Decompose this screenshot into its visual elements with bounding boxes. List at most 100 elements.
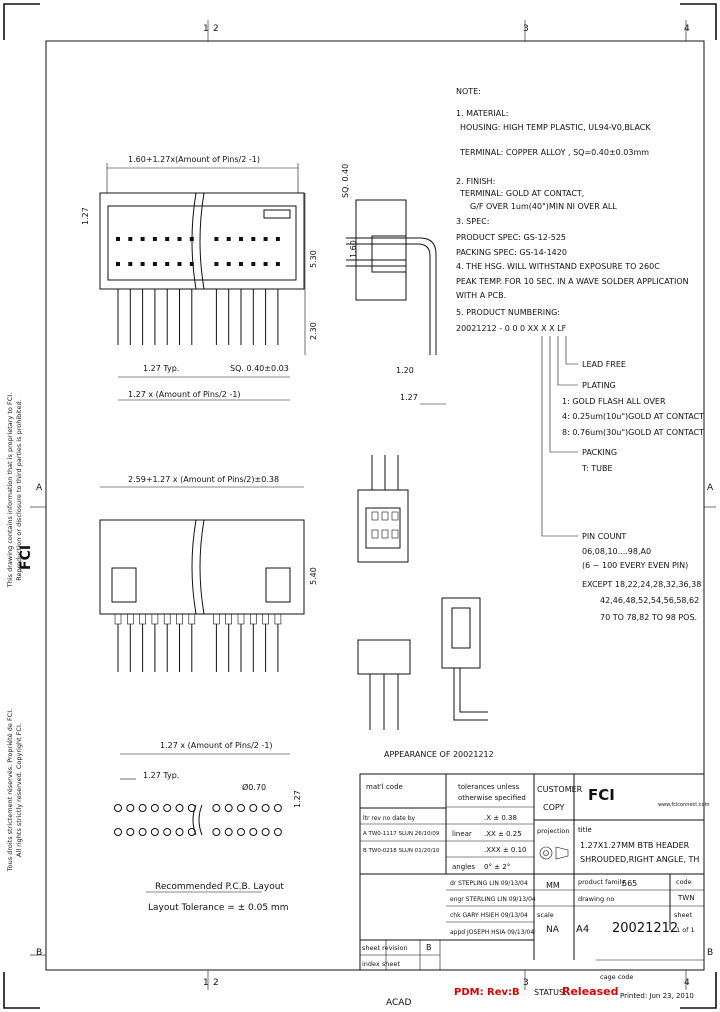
pin-tail xyxy=(225,613,232,625)
note-line-11: 4. THE HSG. WILL WITHSTAND EXPOSURE TO 2… xyxy=(456,262,660,271)
pin-count-title: PIN COUNT xyxy=(582,532,626,541)
pin-tail xyxy=(250,613,257,625)
pcb-hole xyxy=(273,804,282,812)
pin-bottom-row xyxy=(239,262,243,266)
notes-title: NOTE: xyxy=(456,87,481,96)
pin-bottom-row xyxy=(275,262,280,266)
note-line-15: 20021212 - 0 0 0 XX X X LF xyxy=(456,324,567,333)
pin-top-row xyxy=(226,237,231,241)
pcb-hole xyxy=(114,828,122,836)
code-value: TWN xyxy=(677,894,694,902)
customer-label: CUSTOMER xyxy=(537,785,583,794)
pcb-hole xyxy=(126,804,135,812)
header-front-view: 2.59+1.27 x (Amount of Pins/2)±0.38 5.40 xyxy=(99,475,318,672)
pin-count-5: 70 TO 78,82 TO 98 POS. xyxy=(600,613,697,622)
drawing-no-label: drawing no xyxy=(578,895,614,903)
pin-top-row xyxy=(177,237,182,241)
projection-symbol-icon xyxy=(539,846,569,860)
pcb-hole xyxy=(150,804,159,812)
website: www.fciconnect.com xyxy=(658,802,710,808)
sq-040-dim: SQ. 0.40±0.03 xyxy=(230,364,289,373)
pin-tail xyxy=(163,613,171,625)
status-value: Released xyxy=(562,985,618,998)
angle-tolerance: 0° ± 2° xyxy=(484,863,510,871)
dim-540: 5.40 xyxy=(309,567,318,585)
drawn-by: dr STEPLING LIN 09/13/04 xyxy=(450,880,528,887)
pin-top-row xyxy=(275,237,280,241)
units: MM xyxy=(546,881,560,890)
appearance-sketches: APPEARANCE OF 20021212 xyxy=(357,455,494,759)
note-line-10: PACKING SPEC: GS-14-1420 xyxy=(456,248,567,257)
bottom-span-dim: 1.27 x (Amount of Pins/2 -1) xyxy=(128,390,241,399)
pcb-hole xyxy=(224,828,233,836)
title-block: mat'l code ltr rev no date by A TW0-1117… xyxy=(359,773,710,1008)
header-side-view: SQ. 0.40 1.60 1.20 1.27 xyxy=(341,164,446,405)
note-line-12: PEAK TEMP. FOR 10 SEC. IN A WAVE SOLDER … xyxy=(456,277,689,286)
legal-line-4: All rights strictly reserved. Copyright … xyxy=(15,723,23,857)
pin-bottom-row xyxy=(152,262,157,266)
pin-bottom-row xyxy=(251,262,256,266)
note-line-13: WITH A PCB. xyxy=(456,291,506,300)
zone-left-b: B xyxy=(36,948,42,958)
scale-label: scale xyxy=(537,911,554,919)
revision-value: B xyxy=(426,943,432,952)
zone-top-4: 4 xyxy=(684,24,690,34)
pcb-hole xyxy=(150,828,159,836)
pcb-hole xyxy=(261,828,270,836)
sheet-label: sheet xyxy=(674,911,693,919)
pcb-typ-dim: 1.27 Typ. xyxy=(143,771,179,780)
rev-b: B TW0-0218 SLUN 01/20/10 xyxy=(363,848,440,854)
note-line-7: G/F OVER 1um(40")MIN NI OVER ALL xyxy=(470,202,617,211)
note-line-9: PRODUCT SPEC: GS-12-525 xyxy=(456,233,566,242)
pin-tail xyxy=(213,613,220,625)
note-line-3: TERMINAL: COPPER ALLOY , SQ=0.40±0.03mm xyxy=(459,148,649,157)
note-line-8: 3. SPEC: xyxy=(456,217,489,226)
pcb-hole xyxy=(126,828,135,836)
pin-bottom-row xyxy=(116,262,120,266)
zone-top-2: 2 xyxy=(213,24,219,34)
tolerances-1: tolerances unless xyxy=(458,783,520,791)
pin-top-row xyxy=(165,237,170,241)
pin-top-row xyxy=(116,237,120,241)
status-label: STATUS: xyxy=(534,988,567,997)
pin-top-row xyxy=(263,237,268,241)
pcb-pitch-dim: 1.27 xyxy=(293,790,302,808)
note-line-1: HOUSING: HIGH TEMP PLASTIC, UL94-V0,BLAC… xyxy=(460,123,651,132)
pcb-title: Recommended P.C.B. Layout xyxy=(155,882,284,892)
pin-tail xyxy=(274,613,282,625)
sq-side-dim: SQ. 0.40 xyxy=(341,164,350,198)
title-line-1: 1.27X1.27MM BTB HEADER xyxy=(580,841,690,850)
pin-tail xyxy=(188,613,196,625)
pin-bottom-row xyxy=(214,262,219,266)
pin-bottom-row xyxy=(140,262,145,266)
pin-tail xyxy=(151,613,159,625)
plating-1: 1: GOLD FLASH ALL OVER xyxy=(562,397,666,406)
tolerance-xx: .XX ± 0.25 xyxy=(484,830,522,838)
lead-free-label: LEAD FREE xyxy=(582,360,626,369)
pin-bottom-row xyxy=(128,262,133,266)
index-sheet-label: index sheet xyxy=(362,960,400,968)
numbering-callouts: LEAD FREE PLATING 1: GOLD FLASH ALL OVER… xyxy=(541,336,704,622)
pin-bottom-row xyxy=(189,262,194,266)
pcb-hole xyxy=(138,828,147,836)
product-family-label: product family xyxy=(578,878,625,886)
pcb-tolerance: Layout Tolerance = ± 0.05 mm xyxy=(148,903,288,913)
note-line-14: 5. PRODUCT NUMBERING: xyxy=(456,308,560,317)
legal-side-text: This drawing contains information that i… xyxy=(6,393,34,872)
zone-top-1: 1 xyxy=(203,24,209,34)
pcb-hole xyxy=(175,804,184,812)
zone-left-a: A xyxy=(36,483,43,493)
code-label: code xyxy=(676,878,692,886)
pcb-hole xyxy=(273,828,282,836)
pin-tail xyxy=(114,613,122,625)
pin-top-row xyxy=(140,237,145,241)
zone-bottom-3: 3 xyxy=(523,978,529,988)
pcb-hole xyxy=(163,828,172,836)
tolerance-xxx: .XXX ± 0.10 xyxy=(484,846,527,854)
top-span-dim: 1.60+1.27x(Amount of Pins/2 -1) xyxy=(128,155,260,164)
pcb-hole-dim: Ø0.70 xyxy=(242,782,266,792)
appearance-label: APPEARANCE OF 20021212 xyxy=(384,750,494,759)
pin-count-1: 06,08,10....98,A0 xyxy=(582,547,651,556)
dim-160: 1.60 xyxy=(349,240,358,258)
